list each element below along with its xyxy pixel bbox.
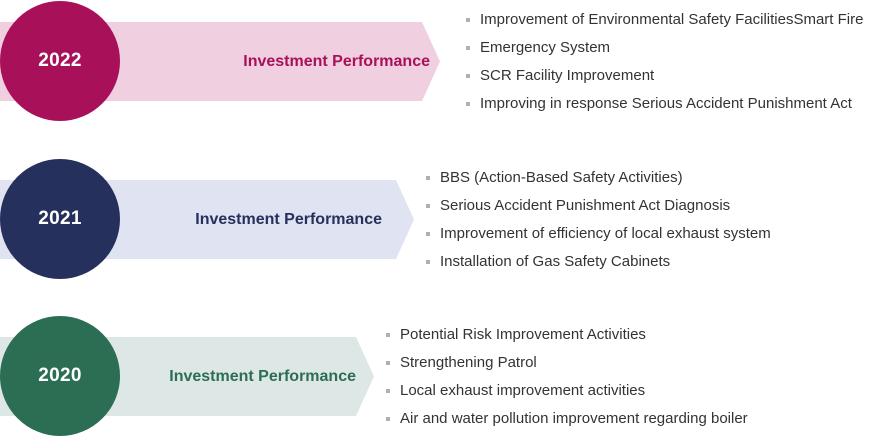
item-list: Potential Risk Improvement Activities St… bbox=[386, 321, 748, 433]
list-item: Serious Accident Punishment Act Diagnosi… bbox=[426, 192, 771, 220]
list-item: Potential Risk Improvement Activities bbox=[386, 321, 748, 349]
year-label: 2021 bbox=[38, 208, 82, 229]
year-label: 2020 bbox=[38, 365, 82, 386]
year-circle-2022: 2022 bbox=[0, 1, 120, 121]
timeline-row-2021: 2021 Investment Performance BBS (Action-… bbox=[0, 159, 870, 279]
year-circle-2020: 2020 bbox=[0, 316, 120, 436]
item-list: Improvement of Environmental Safety Faci… bbox=[466, 6, 863, 118]
list-item: Improvement of efficiency of local exhau… bbox=[426, 220, 771, 248]
list-item: Improving in response Serious Accident P… bbox=[466, 90, 863, 118]
list-item: Improvement of Environmental Safety Faci… bbox=[466, 6, 863, 34]
list-item: Strengthening Patrol bbox=[386, 349, 748, 377]
year-label: 2022 bbox=[38, 50, 82, 71]
investment-performance-label: Investment Performance bbox=[195, 210, 382, 228]
list-item: Local exhaust improvement activities bbox=[386, 377, 748, 405]
year-circle-2021: 2021 bbox=[0, 159, 120, 279]
list-item: Emergency System bbox=[466, 34, 863, 62]
timeline-row-2020: 2020 Investment Performance Potential Ri… bbox=[0, 316, 870, 436]
list-item: SCR Facility Improvement bbox=[466, 62, 863, 90]
timeline-row-2022: 2022 Investment Performance Improvement … bbox=[0, 1, 870, 121]
list-item: BBS (Action-Based Safety Activities) bbox=[426, 164, 771, 192]
investment-performance-label: Investment Performance bbox=[243, 52, 430, 70]
list-item: Installation of Gas Safety Cabinets bbox=[426, 248, 771, 276]
item-list: BBS (Action-Based Safety Activities) Ser… bbox=[426, 164, 771, 276]
list-item: Air and water pollution improvement rega… bbox=[386, 405, 748, 433]
investment-performance-label: Investment Performance bbox=[169, 367, 356, 385]
